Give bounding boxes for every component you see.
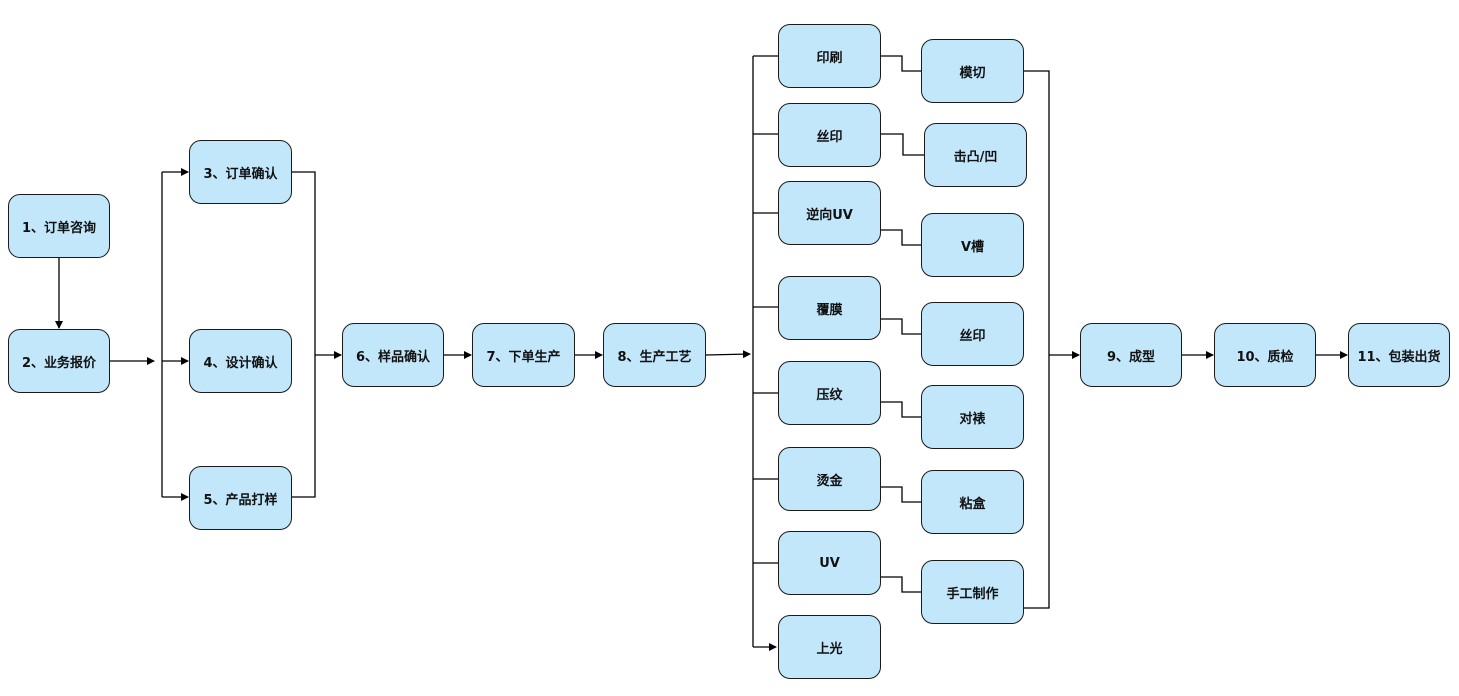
node-mounting[interactable]: 对裱 [921,385,1024,449]
node-varnish[interactable]: 上光 [778,615,881,679]
merge-3 [292,171,316,498]
node-sample-making[interactable]: 5、产品打样 [189,466,292,530]
merge-secondary [1024,70,1050,609]
node-emboss-deboss[interactable]: 击凸/凹 [924,123,1027,187]
node-pack-ship[interactable]: 11、包装出货 [1348,323,1450,387]
node-order-inquiry[interactable]: 1、订单咨询 [8,194,110,258]
node-embossing[interactable]: 压纹 [778,361,881,425]
node-handmade[interactable]: 手工制作 [921,560,1024,624]
node-forming[interactable]: 9、成型 [1080,323,1182,387]
node-business-quote[interactable]: 2、业务报价 [8,329,110,393]
node-v-groove[interactable]: V槽 [921,213,1024,277]
edge-8-split [705,350,751,359]
node-quality-check[interactable]: 10、质检 [1214,323,1316,387]
node-die-cutting[interactable]: 模切 [921,39,1024,103]
node-box-gluing[interactable]: 粘盒 [921,470,1024,534]
node-production-process[interactable]: 8、生产工艺 [603,323,706,387]
node-printing[interactable]: 印刷 [778,24,881,88]
node-lamination[interactable]: 覆膜 [778,276,881,340]
node-sample-confirm[interactable]: 6、样品确认 [342,323,444,387]
node-design-confirm[interactable]: 4、设计确认 [189,329,292,393]
node-silkscreen-2[interactable]: 丝印 [921,302,1024,366]
node-uv[interactable]: UV [778,531,881,595]
node-hot-stamping[interactable]: 烫金 [778,447,881,511]
node-order-production[interactable]: 7、下单生产 [472,323,575,387]
node-reverse-uv[interactable]: 逆向UV [778,181,881,245]
node-silkscreen[interactable]: 丝印 [778,103,881,167]
node-order-confirm[interactable]: 3、订单确认 [189,140,292,204]
